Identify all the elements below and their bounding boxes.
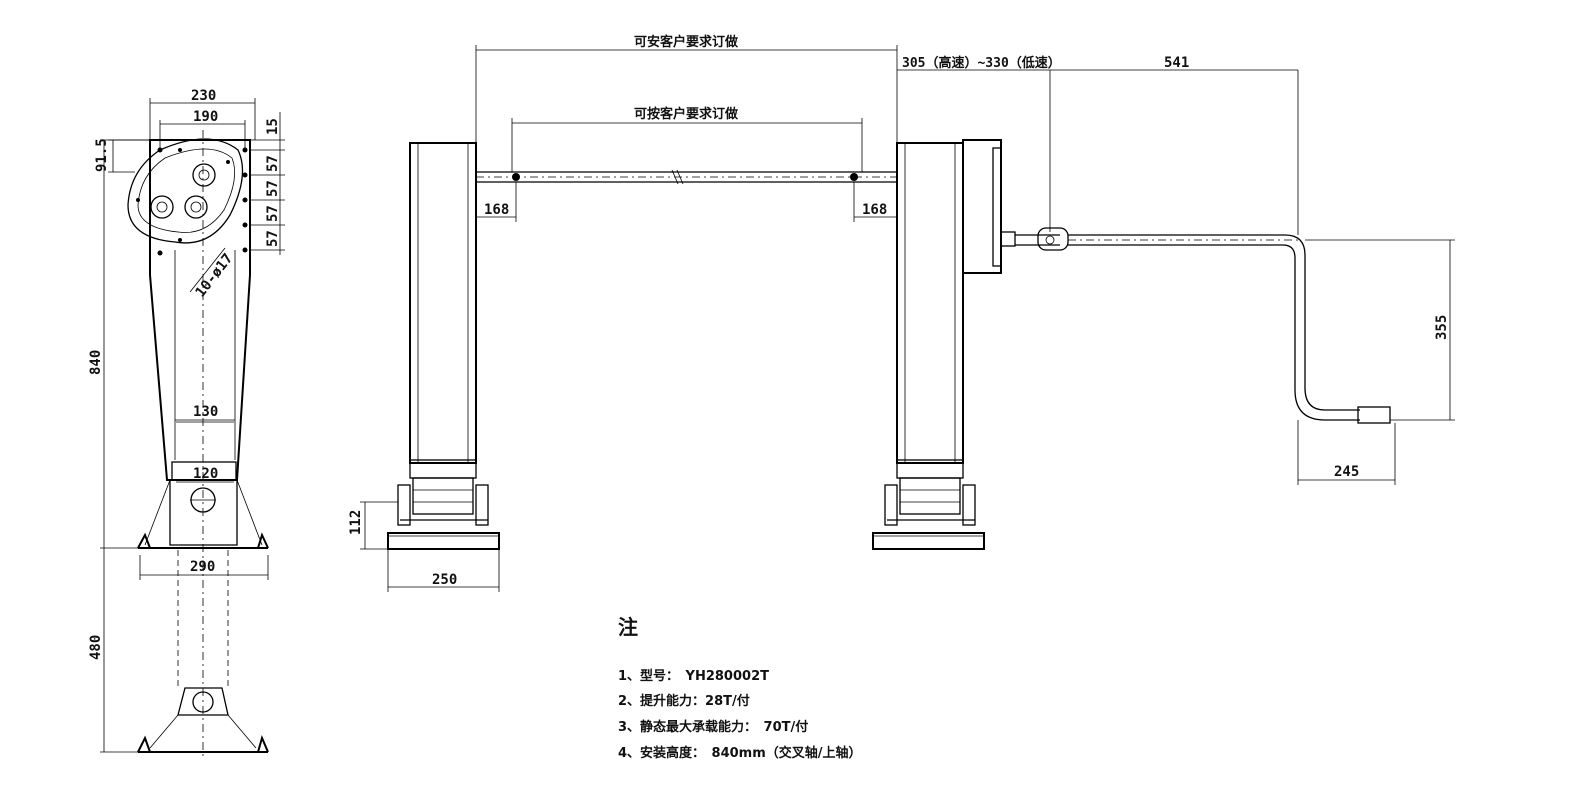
dim-hole-spacing-3: 57: [265, 205, 281, 222]
dim-front-height: 840: [88, 350, 104, 375]
dim-shaft-length-inner: 可按客户要求订做: [634, 106, 738, 122]
dim-crank-length: 541: [1164, 55, 1189, 71]
dim-hole-spacing-2: 57: [265, 180, 281, 197]
dim-foot-length: 250: [432, 572, 457, 588]
dim-front-width-outer: 230: [191, 88, 216, 104]
dim-front-tube-width: 130: [193, 404, 218, 420]
notes-block: 注 1、型号： YH280002T 2、提升能力：28T/付 3、静态最大承载能…: [618, 615, 862, 761]
dim-crank-offset: 355: [1434, 315, 1450, 340]
dim-shaft-length-outer: 可安客户要求订做: [634, 34, 738, 50]
dim-holes-callout: 10-ø17: [193, 251, 237, 301]
dim-crank-handle: 245: [1334, 464, 1359, 480]
dim-front-left-offset: 91.5: [94, 138, 110, 172]
dim-front-top-offset: 15: [265, 118, 281, 135]
note-item-3: 3、静态最大承载能力： 70T/付: [618, 719, 808, 735]
dim-shaft-offset-right: 168: [862, 202, 887, 218]
dim-foot-height: 112: [348, 510, 364, 535]
dim-hole-spacing-4: 57: [265, 230, 281, 247]
notes-title: 注: [618, 615, 638, 639]
assembly-view: 可安客户要求订做 可按客户要求订做 168 168 305（高速）~330（低速…: [348, 34, 1455, 592]
dim-front-inner-width: 120: [193, 466, 218, 482]
note-item-1: 1、型号： YH280002T: [618, 668, 769, 684]
dim-foot-width: 290: [190, 559, 215, 575]
note-item-2: 2、提升能力：28T/付: [618, 693, 750, 709]
front-view: 230 190 15 91.5 57 57 57 57 10-ø17 840 1…: [88, 88, 285, 760]
dim-crank-position: 305（高速）~330（低速）: [902, 55, 1061, 71]
dim-shaft-offset-left: 168: [484, 202, 509, 218]
dim-front-width-inner: 190: [193, 109, 218, 125]
note-item-4: 4、安装高度： 840mm（交叉轴/上轴）: [618, 745, 862, 761]
dim-hole-spacing-1: 57: [265, 155, 281, 172]
dim-extension: 480: [88, 635, 104, 660]
